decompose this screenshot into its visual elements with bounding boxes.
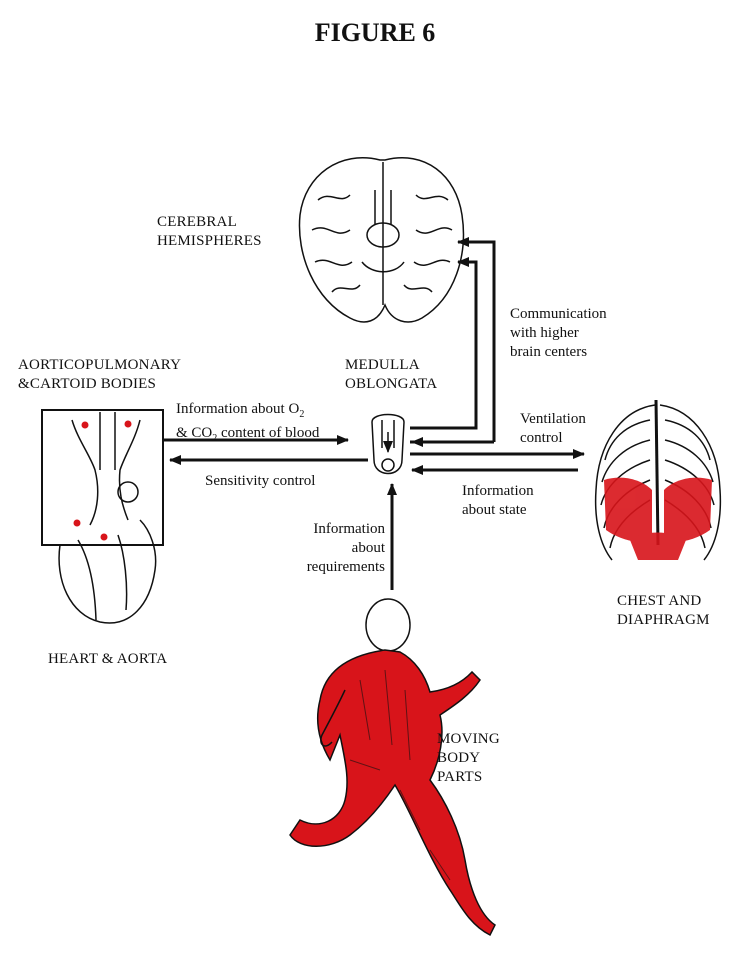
moving-label-line2: BODY: [437, 750, 481, 766]
diaphragm-muscle: [604, 477, 712, 560]
runner-illustration: [289, 598, 496, 937]
arrows: [163, 237, 585, 590]
medulla-label: MEDULLA OBLONGATA: [345, 356, 437, 394]
requirements-line3: requirements: [306, 559, 385, 575]
arrow-medulla-to-brain-inner: [410, 257, 478, 430]
medulla-label-line1: MEDULLA: [345, 357, 420, 373]
medulla-label-line2: OBLONGATA: [345, 376, 438, 392]
aortic-label-line1: AORTICOPULMONARY: [18, 357, 182, 373]
chest-label-line1: CHEST AND: [617, 593, 702, 609]
communication-line3: brain centers: [510, 344, 588, 360]
heart-illustration: [41, 409, 164, 624]
sensitivity-label: Sensitivity control: [205, 473, 316, 489]
aortic-label: AORTICOPULMONARY &CARTOID BODIES: [18, 356, 181, 394]
info-blood-label: Information about O2 & CO2 content of bl…: [176, 400, 319, 448]
brain-illustration: [298, 157, 465, 323]
info-co2-line: & CO2 content of blood: [176, 424, 319, 448]
ventilation-line2: control: [520, 430, 563, 446]
info-o2-sub: 2: [299, 409, 305, 420]
cerebral-label-line2: HEMISPHERES: [157, 233, 262, 249]
chest-label-line2: DIAPHRAGM: [617, 612, 710, 628]
info-co2-text: & CO: [176, 425, 213, 441]
heart-label: HEART & AORTA: [48, 651, 168, 667]
info-co2-post: content of blood: [217, 425, 320, 441]
medulla-illustration: [371, 413, 405, 475]
info-o2-text: Information about O: [176, 401, 300, 417]
figure-title: FIGURE 6: [314, 18, 436, 47]
moving-label-line3: PARTS: [437, 769, 483, 785]
cerebral-label-line1: CEREBRAL: [157, 214, 237, 230]
communication-label: Communication with higher brain centers: [510, 305, 607, 362]
communication-line2: with higher: [510, 325, 579, 341]
receptor-dots: [73, 420, 132, 541]
ventilation-label: Ventilation control: [520, 410, 586, 448]
info-o2-line: Information about O2: [176, 400, 319, 424]
state-line2: about state: [462, 502, 527, 518]
requirements-line1: Information: [313, 521, 385, 537]
arrow-medulla-to-brain-outer: [457, 237, 496, 442]
state-label: Information about state: [462, 482, 534, 520]
cerebral-label: CEREBRAL HEMISPHERES: [157, 213, 262, 251]
moving-label-line1: MOVING: [437, 731, 500, 747]
state-line1: Information: [462, 483, 534, 499]
communication-line1: Communication: [510, 306, 607, 322]
requirements-label: Information about requirements: [295, 520, 385, 577]
ventilation-line1: Ventilation: [520, 411, 586, 427]
moving-label: MOVING BODY PARTS: [437, 730, 500, 787]
aortic-label-line2: &CARTOID BODIES: [18, 376, 157, 392]
requirements-line2: about: [351, 540, 385, 556]
info-co2-sub: 2: [212, 433, 218, 444]
chest-label: CHEST AND DIAPHRAGM: [617, 592, 710, 630]
